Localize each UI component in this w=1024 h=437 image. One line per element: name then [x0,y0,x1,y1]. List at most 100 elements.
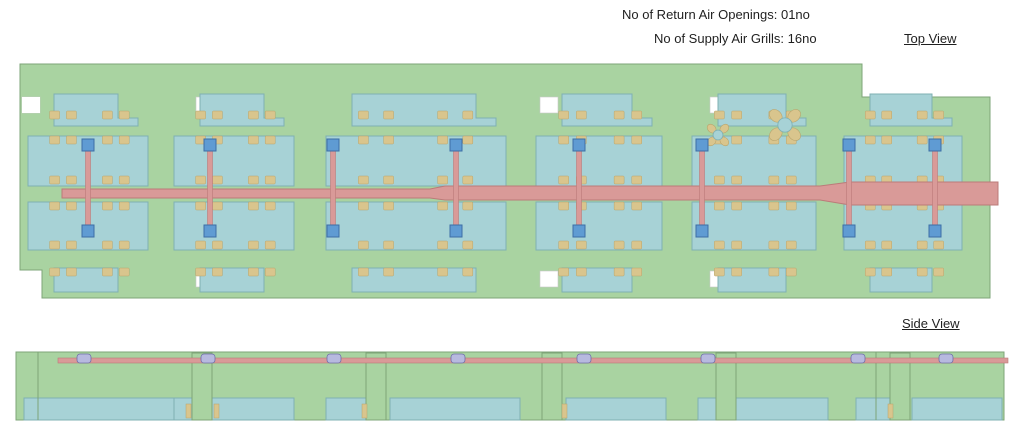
seat-pad [768,175,780,185]
supply-air-grill [81,224,95,238]
branch-duct [699,144,705,232]
seat-pad [195,267,206,277]
supply-air-grill [572,224,586,238]
seat-pad [462,201,474,211]
seat-pad [118,267,130,277]
seat-pad [437,201,448,211]
seat-pad [248,267,259,277]
seat-pad [383,201,394,211]
side-seat [213,403,220,419]
seat-pad [613,201,625,211]
seat-pad [383,240,394,250]
seat-pad [212,267,223,277]
seat-pad [358,110,369,120]
seat-pad [264,201,276,211]
side-seat [361,403,368,419]
branch-duct [846,144,852,232]
seat-pad [916,135,928,145]
seat-pad [49,201,60,211]
return-air-openings-note: No of Return Air Openings: 01no [622,7,810,22]
fan-hub [777,117,793,133]
seat-pad [631,240,643,250]
seat-pad [264,175,276,185]
seat-pad [731,135,742,145]
seat-pad [462,240,474,250]
seat-pad [437,267,448,277]
supply-air-grill [203,138,217,152]
side-grill [450,353,466,364]
seat-pad [768,267,780,277]
side-grill [850,353,866,364]
side-duct [57,357,1009,364]
side-grill [938,353,954,364]
supply-air-grill [203,224,217,238]
branch-duct [453,144,459,232]
side-seat [887,403,894,419]
zone-top-strip [351,93,497,127]
seat-pad [916,240,928,250]
supply-air-grills-note: No of Supply Air Grills: 16no [654,31,817,46]
seat-pad [558,201,569,211]
zone-block-lower [325,201,507,251]
supply-air-grill [928,138,942,152]
side-grill [576,353,592,364]
supply-air-grill [842,224,856,238]
main-supply-duct [61,181,999,206]
side-view-title: Side View [902,316,960,331]
branch-duct [576,144,582,232]
seat-pad [731,267,742,277]
side-seat [561,403,568,419]
side-grill [200,353,216,364]
zone-block-lower [535,201,663,251]
zone-bottom-strip [351,267,477,293]
seat-pad [212,175,223,185]
side-zone [565,397,667,421]
seat-pad [768,240,780,250]
side-zone [389,397,521,421]
seat-pad [864,240,876,250]
seat-pad [383,267,394,277]
seat-pad [195,175,206,185]
return-air-opening [22,97,40,113]
seat-pad [864,267,876,277]
seat-pad [881,240,893,250]
seat-pad [248,110,259,120]
seat-pad [248,201,259,211]
seat-pad [118,175,130,185]
supply-air-grill [326,138,340,152]
seat-pad [102,240,113,250]
side-column [191,352,213,421]
seat-pad [881,267,893,277]
seat-pad [714,110,725,120]
supply-air-grill [81,138,95,152]
side-column [889,352,911,421]
seat-pad [102,267,113,277]
seat-pad [731,240,742,250]
seat-pad [462,175,474,185]
seat-pad [933,267,944,277]
seat-pad [118,240,130,250]
seat-pad [66,201,77,211]
supply-air-grill [449,224,463,238]
seat-pad [785,201,797,211]
seat-pad [462,135,474,145]
seat-pad [358,240,369,250]
seat-pad [66,135,77,145]
seat-pad [881,110,893,120]
side-column [715,352,737,421]
seat-pad [358,175,369,185]
zone-block-upper [535,135,663,187]
zone-block-upper [173,135,295,187]
column-square [539,96,559,114]
seat-pad [613,267,625,277]
seat-pad [264,267,276,277]
supply-air-grill [449,138,463,152]
seat-pad [212,201,223,211]
seat-pad [102,175,113,185]
seat-pad [437,110,448,120]
branch-duct [932,144,938,232]
seat-pad [383,175,394,185]
seat-pad [714,201,725,211]
seat-pad [462,110,474,120]
